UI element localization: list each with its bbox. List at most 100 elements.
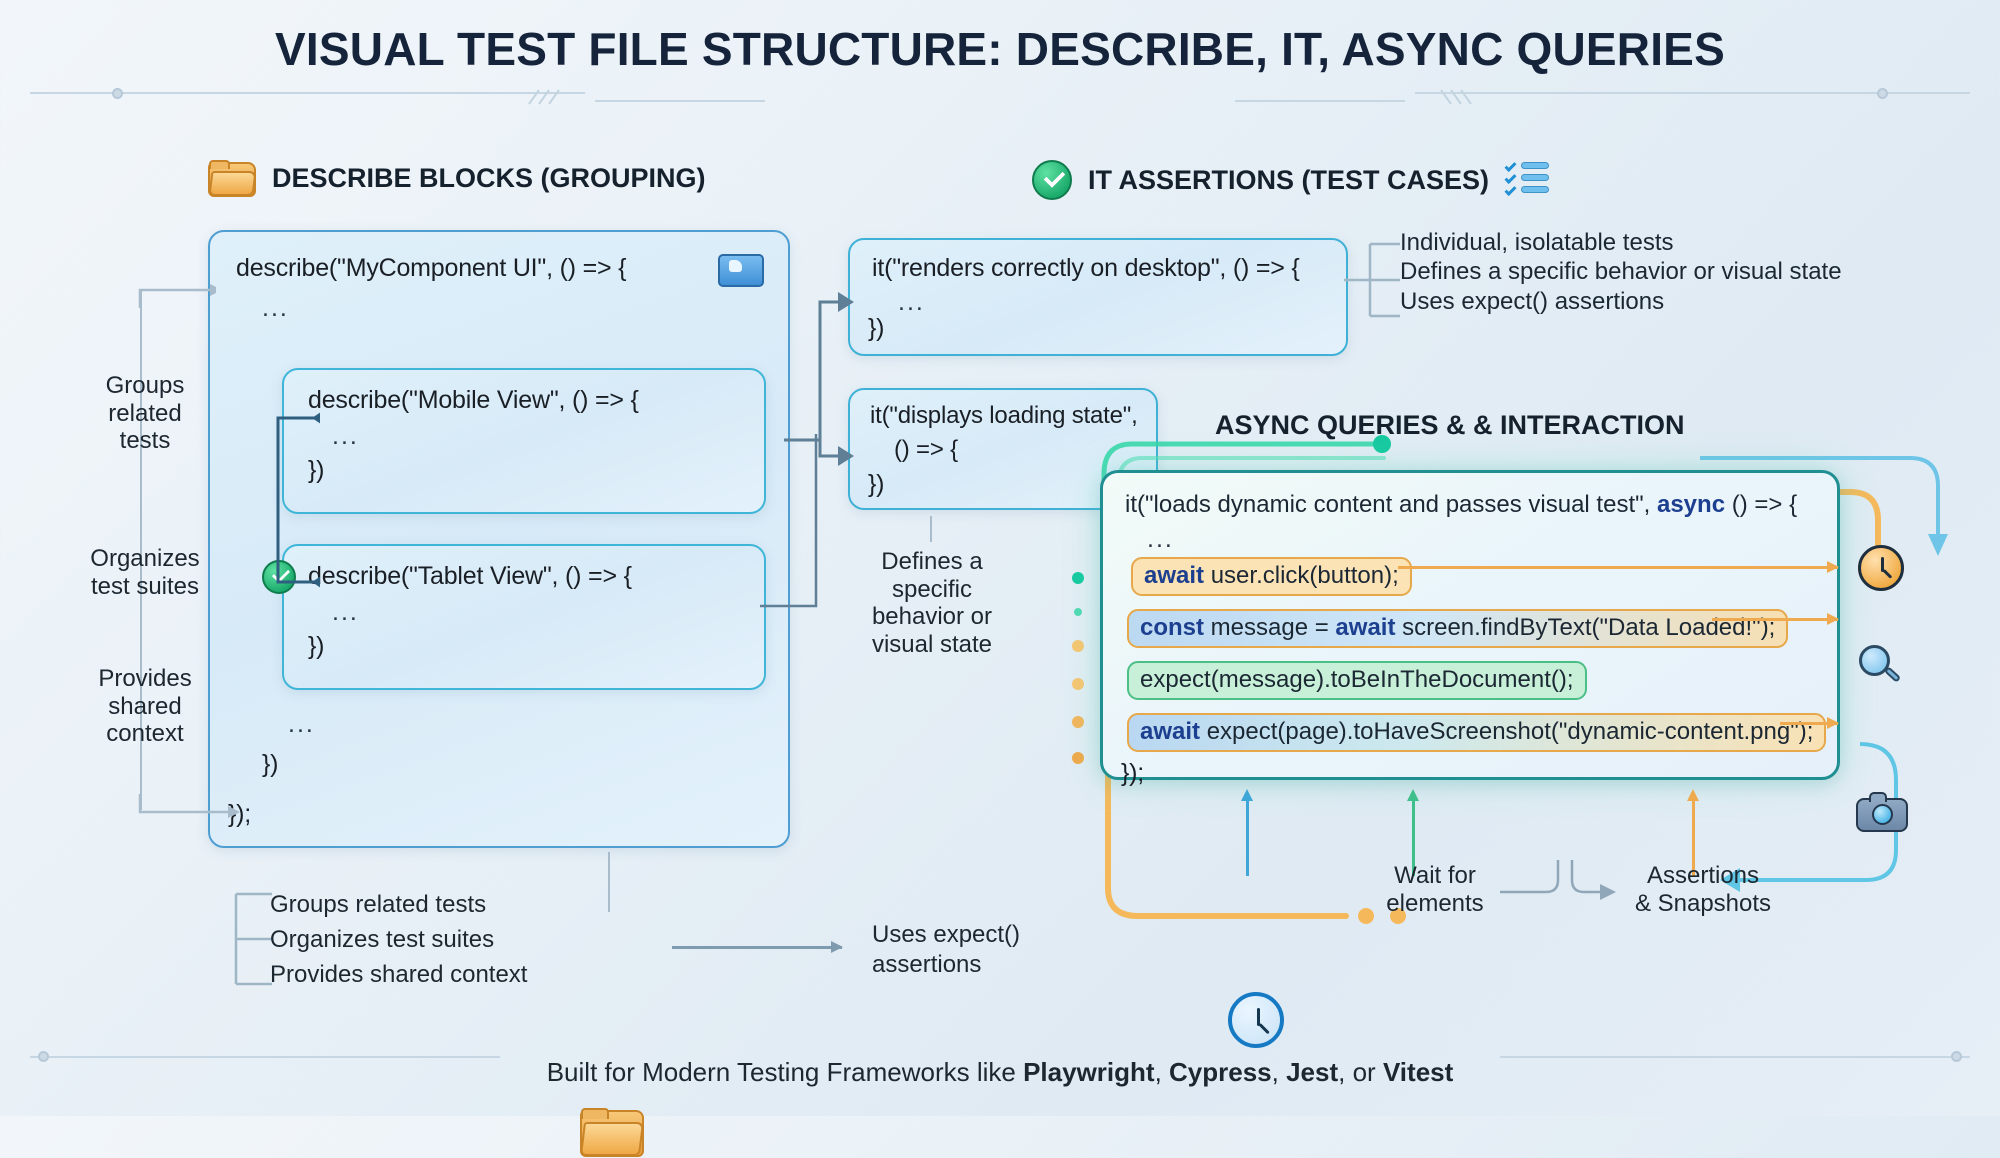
async-code-header-tail: () => {: [1725, 491, 1798, 518]
clock-icon: [1228, 992, 1284, 1048]
it-bullet-2: Uses expect() assertions: [1400, 287, 1665, 315]
describe-inner-close-tablet: }): [308, 632, 325, 660]
decor-dot-right: [1877, 88, 1888, 99]
async-indicator-dot-5: [1072, 752, 1084, 764]
clock-icon: [1858, 545, 1904, 591]
decor-dot-left: [112, 88, 123, 99]
describe-inner-ellipsis-tablet: ...: [332, 598, 359, 626]
describe-inner-line-mobile: describe("Mobile View", () => {: [308, 386, 639, 414]
describe-outer-end: });: [228, 800, 252, 828]
assertions-snapshots-label: Assertions & Snapshots: [1634, 862, 1772, 917]
decor-rail-right2: [1235, 100, 1405, 102]
async-code-header-text: it("loads dynamic content and passes vis…: [1125, 491, 1657, 518]
bottom-folder-stem: [608, 852, 610, 912]
describe-inner-block-mobile[interactable]: describe("Mobile View", () => { ... }): [282, 368, 766, 514]
const-keyword: const: [1140, 614, 1205, 641]
decor-rail-left: [30, 92, 585, 94]
describe-inner-block-tablet[interactable]: describe("Tablet View", () => { ... }): [262, 544, 766, 690]
arrow-up-snapshot: [1687, 789, 1698, 876]
decor-rail-left2: [595, 100, 765, 102]
async-line-2-rest: expect(message).toBeInTheDocument();: [1127, 661, 1587, 700]
arrow-find-to-magnifier: [1712, 613, 1839, 624]
camera-icon: [1856, 792, 1908, 832]
footer-framework-3: Vitest: [1382, 1057, 1454, 1087]
decor-hatch-left: [528, 89, 560, 105]
it-block-loading-line1: it("displays loading state",: [870, 402, 1138, 429]
arrow-screenshot-to-camera: [1780, 717, 1839, 728]
left-bracket-line: [140, 290, 142, 810]
it-bullet-list: Individual, isolatable tests Defines a s…: [1400, 228, 1842, 316]
magnifier-icon: [1858, 644, 1904, 690]
footer-framework-2: Jest: [1286, 1057, 1339, 1087]
decor-dot-bottom-left: [38, 1051, 49, 1062]
decor-rail-bottom-right: [1500, 1056, 1970, 1058]
footer-framework-0: Playwright: [1023, 1057, 1155, 1087]
checklist-icon: [1504, 159, 1550, 200]
it-section-header: IT ASSERTIONS (TEST CASES): [1032, 159, 1550, 200]
left-note-1: Groups related tests: [105, 372, 185, 455]
async-code-header: it("loads dynamic content and passes vis…: [1125, 491, 1797, 519]
describe-inner-line-tablet: describe("Tablet View", () => {: [308, 562, 632, 590]
describe-nesting-arrows: [276, 412, 320, 588]
it-block-renders-line: it("renders correctly on desktop", () =>…: [872, 254, 1300, 282]
async-indicator-dot-1: [1074, 608, 1082, 616]
blue-folder-icon: [718, 252, 764, 288]
async-indicator-dot-4: [1072, 716, 1084, 728]
async-code-line-expect[interactable]: expect(message).toBeInTheDocument();: [1127, 661, 1587, 700]
it-block-loading-line2: () => {: [894, 436, 958, 463]
footer-framework-1: Cypress: [1169, 1057, 1272, 1087]
bottom-left-list: Groups related tests Organizes test suit…: [270, 888, 527, 992]
describe-outer-line: describe("MyComponent UI", () => {: [236, 254, 627, 282]
left-note-2: Organizes test suites: [90, 545, 200, 600]
async-code-block[interactable]: it("loads dynamic content and passes vis…: [1100, 470, 1840, 787]
async-line-3-rest: expect(page).toHaveScreenshot("dynamic-c…: [1200, 718, 1814, 745]
async-panel-title: ASYNC QUERIES & & INTERACTION: [1215, 410, 1685, 440]
async-indicator-dot-0: [1072, 572, 1084, 584]
decor-rail-bottom-left: [30, 1056, 500, 1058]
describe-outer-ellipsis2: ...: [288, 710, 315, 738]
describe-outer-ellipsis: ...: [262, 294, 289, 322]
folder-icon: [208, 160, 257, 197]
arrow-up-wait: [1241, 789, 1252, 876]
bottom-list-item-1: Organizes test suites: [270, 925, 495, 953]
decor-rail-right: [1415, 92, 1970, 94]
footer-text: Built for Modern Testing Frameworks like…: [0, 1057, 2000, 1088]
assertions-connector: [1500, 860, 1616, 900]
async-code-line-find[interactable]: const message = await screen.findByText(…: [1127, 609, 1789, 648]
left-bracket-bottom: [138, 794, 240, 818]
it-block-renders[interactable]: it("renders correctly on desktop", () =>…: [848, 238, 1348, 356]
page-title: VISUAL TEST FILE STRUCTURE: DESCRIBE, IT…: [275, 23, 1725, 75]
async-code-ellipsis: ...: [1147, 525, 1174, 553]
describe-inner-ellipsis-mobile: ...: [332, 422, 359, 450]
describe-to-it-connector-2: [760, 434, 818, 608]
describe-outer-block[interactable]: describe("MyComponent UI", () => { ... d…: [208, 230, 790, 848]
bottom-list-item-0: Groups related tests: [270, 891, 487, 918]
describe-section-title: DESCRIBE BLOCKS (GROUPING): [272, 163, 706, 193]
await-keyword-3: await: [1140, 718, 1201, 745]
left-note-3: Provides shared context: [98, 665, 192, 748]
bottom-left-bracket: [234, 892, 272, 986]
middle-note-stem: [930, 516, 932, 542]
describe-to-it-connector: [784, 292, 854, 466]
it-bullet-bracket: [1344, 242, 1400, 318]
it-section-title: IT ASSERTIONS (TEST CASES): [1088, 164, 1490, 195]
diagram-canvas: VISUAL TEST FILE STRUCTURE: DESCRIBE, IT…: [0, 0, 2000, 1116]
async-indicator-dot-2: [1072, 640, 1084, 652]
middle-note: Defines a specific behavior or visual st…: [871, 548, 993, 658]
it-bullet-0: Individual, isolatable tests: [1400, 229, 1674, 256]
arrow-click-to-clock: [1398, 561, 1839, 572]
bottom-list-item-2: Provides shared context: [270, 960, 528, 988]
describe-inner-close-mobile: }): [308, 456, 325, 484]
describe-section-header: DESCRIBE BLOCKS (GROUPING): [208, 160, 706, 197]
async-code-line-click[interactable]: await user.click(button);: [1131, 557, 1412, 596]
async-line-0-rest: user.click(button);: [1204, 562, 1399, 589]
check-circle-icon: [1032, 160, 1072, 200]
it-block-renders-close: }): [868, 314, 885, 342]
arrow-up-assert: [1407, 789, 1418, 876]
async-code-close: });: [1121, 759, 1145, 787]
async-line-1-rest: message =: [1204, 614, 1336, 641]
async-indicator-dot-3: [1072, 678, 1084, 690]
it-bullet-1: Defines a specific behavior or visual st…: [1400, 258, 1842, 286]
decor-hatch-right: [1440, 89, 1472, 105]
async-code-line-screenshot[interactable]: await expect(page).toHaveScreenshot("dyn…: [1127, 713, 1827, 752]
